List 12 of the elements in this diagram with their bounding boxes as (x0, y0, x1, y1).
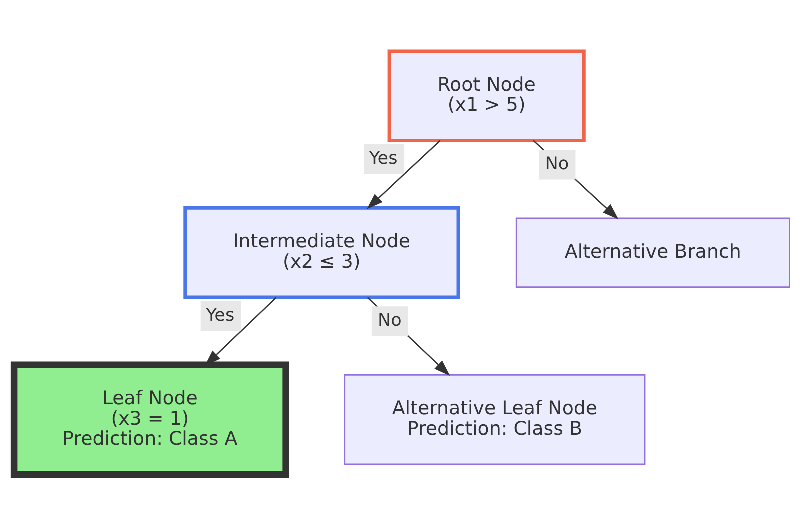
node-box: Alternative Branch (516, 217, 790, 288)
edge-label: No (378, 310, 402, 331)
edge-label: Yes (206, 305, 235, 326)
node-box: Intermediate Node (x2 ≤ 3) (184, 206, 460, 299)
arrow (533, 140, 619, 220)
node-box: Leaf Node (x3 = 1) Prediction: Class A (10, 361, 290, 478)
arrow (367, 296, 450, 376)
node-box: Alternative Leaf Node Prediction: Class B (344, 374, 646, 465)
edge-label: Yes (369, 148, 398, 168)
node-box: Root Node (x1 > 5) (388, 49, 586, 142)
arrow (367, 140, 441, 209)
edge-label: No (545, 154, 570, 174)
